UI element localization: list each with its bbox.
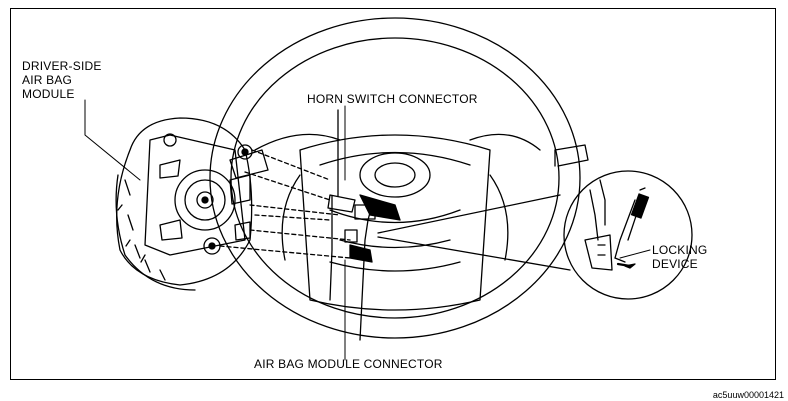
airbag-module-connector-label: AIR BAG MODULE CONNECTOR [254,357,443,371]
detail-callout-lines [377,194,571,271]
leader-lines [84,99,651,361]
alignment-lines [219,149,351,259]
locking-device-detail [563,170,693,300]
steering-hub [281,134,509,311]
steering-wheel-rim [209,17,581,339]
column-stalks [229,144,589,179]
connector-wires [329,109,373,341]
locking-device-label: LOCKING DEVICE [652,243,708,271]
figure-frame [10,8,776,380]
figure-code: ac5uuw00001421 [712,390,784,400]
horn-switch-connector-label: HORN SWITCH CONNECTOR [307,92,478,106]
airbag-module [115,117,253,291]
airbag-module-label: DRIVER-SIDE AIR BAG MODULE [22,59,102,101]
